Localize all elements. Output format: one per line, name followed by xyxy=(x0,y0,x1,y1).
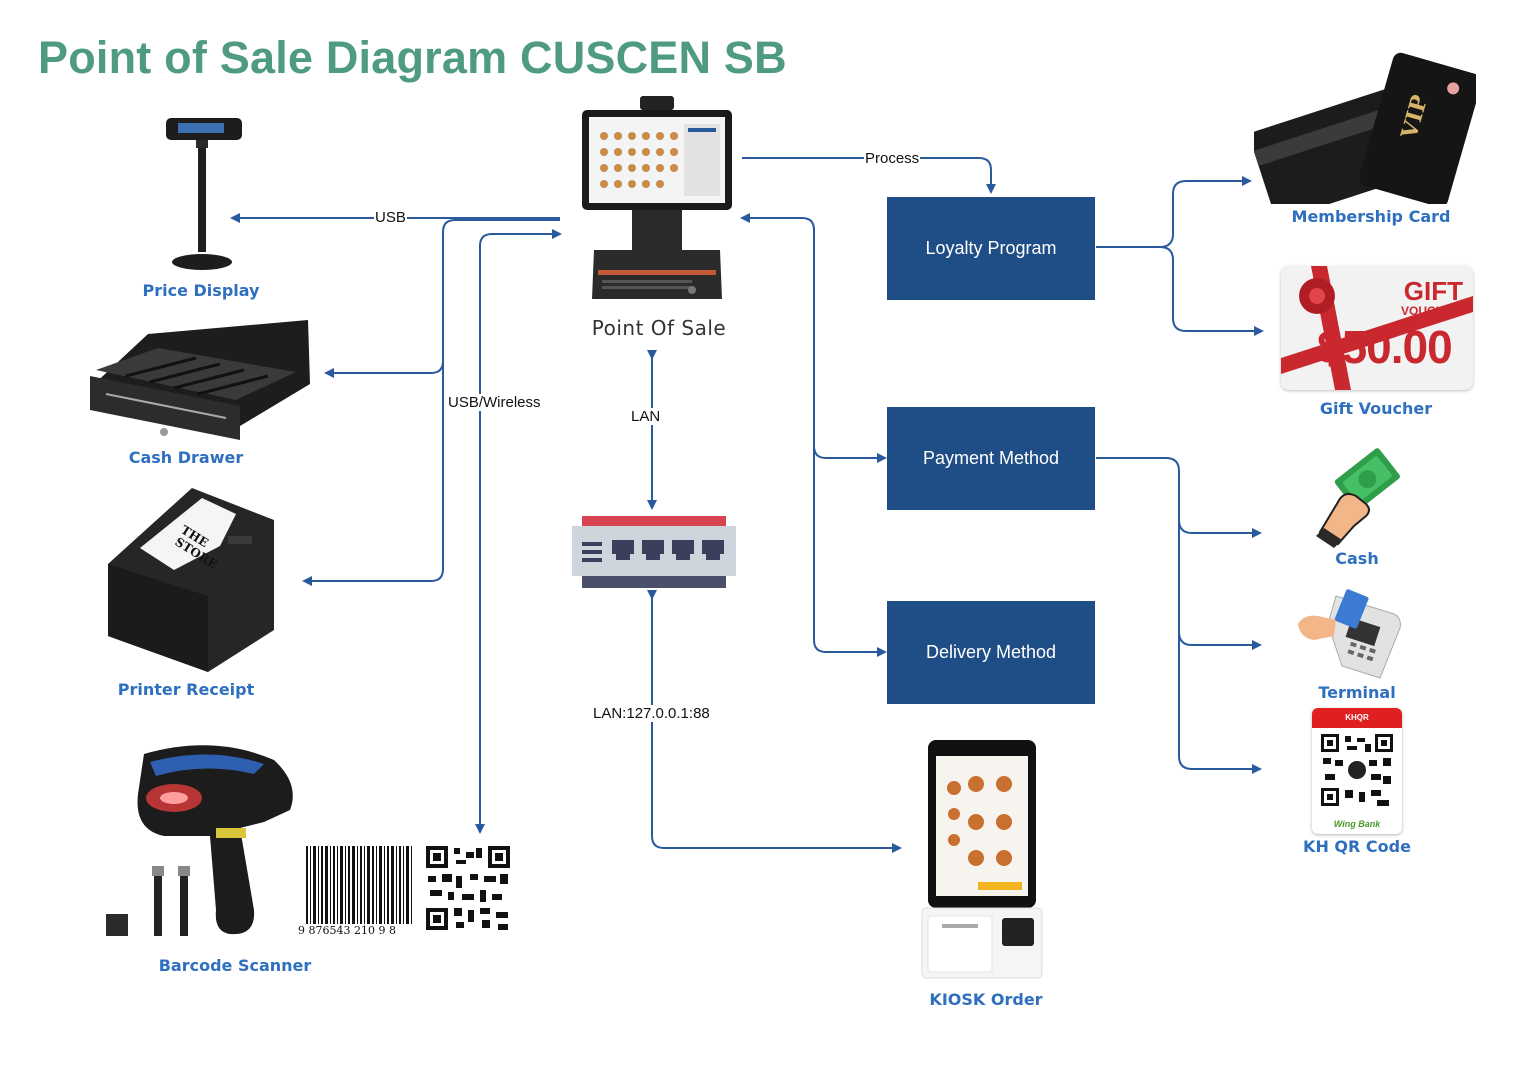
edge-process xyxy=(742,157,996,194)
printer-receipt-label: Printer Receipt xyxy=(117,680,255,699)
kh-qr-code-label: KH QR Code xyxy=(1303,837,1411,856)
edge-usb-cash-drawer xyxy=(324,219,560,378)
edge-label-process: Process xyxy=(864,150,921,167)
edge-usb-printer xyxy=(302,360,444,586)
barcode-qr-icon: 9 876543 210 9 8 xyxy=(298,846,510,936)
edge-pos-payment xyxy=(813,228,887,463)
barcode-number: 9 876543 210 9 8 xyxy=(298,924,396,936)
pos-label: Point Of Sale xyxy=(591,316,727,340)
gift-voucher-card: GIFT VOUCHER $50.00 xyxy=(1281,266,1473,390)
edge-label-lan: LAN xyxy=(630,408,662,425)
khqr-header: KHQR xyxy=(1312,708,1402,728)
edge-payment-qr xyxy=(1178,632,1262,774)
gift-voucher-label: Gift Voucher xyxy=(1319,399,1433,418)
membership-card-label: Membership Card xyxy=(1291,207,1451,226)
edge-label-usb-wireless: USB/Wireless xyxy=(447,394,542,411)
receipt-printer-icon: THE STORE xyxy=(108,488,274,672)
barcode-scanner-label: Barcode Scanner xyxy=(158,956,312,975)
edge-label-usb: USB xyxy=(374,209,407,226)
kiosk-icon xyxy=(921,740,1043,979)
payment-method-box: Payment Method xyxy=(887,407,1095,510)
cash-label: Cash xyxy=(1335,549,1379,568)
edge-payment-terminal xyxy=(1178,520,1262,650)
gift-amount: $50.00 xyxy=(1317,321,1453,373)
edge-loyalty-gift xyxy=(1159,246,1264,336)
pos-terminal-icon xyxy=(582,96,732,299)
cash-drawer-label: Cash Drawer xyxy=(128,448,244,467)
loyalty-program-box: Loyalty Program xyxy=(887,197,1095,300)
edge-payment-cash xyxy=(1096,457,1262,538)
edge-usb-wireless-scanner xyxy=(479,229,562,832)
edge-pos-methods xyxy=(740,213,815,231)
edge-label-lan-ip: LAN:127.0.0.1:88 xyxy=(592,705,711,722)
edge-loyalty-membership xyxy=(1096,176,1252,248)
edge-lan-kiosk xyxy=(647,590,902,853)
price-display-label: Price Display xyxy=(142,281,260,300)
delivery-method-box: Delivery Method xyxy=(887,601,1095,704)
khqr-footer: Wing Bank xyxy=(1333,819,1381,829)
diagram-title: Point of Sale Diagram CUSCEN SB xyxy=(38,32,787,83)
payment-terminal-icon xyxy=(1298,589,1401,679)
qr-code-icon xyxy=(1321,734,1393,806)
cash-hand-icon xyxy=(1316,448,1400,548)
gift-subheading: VOUCHER xyxy=(1400,304,1461,318)
edge-pos-delivery xyxy=(813,446,887,657)
membership-card-icon: VIP xyxy=(1254,52,1476,204)
cash-drawer-icon xyxy=(90,320,310,440)
barcode-scanner-icon xyxy=(106,745,293,936)
terminal-label: Terminal xyxy=(1318,683,1396,702)
gift-ribbon-icon xyxy=(1281,266,1473,390)
kiosk-order-label: KIOSK Order xyxy=(929,990,1043,1009)
network-switch-icon xyxy=(572,516,736,588)
khqr-card: KHQR Wing Bank xyxy=(1312,708,1402,834)
gift-heading: GIFT xyxy=(1403,276,1463,306)
price-display-icon xyxy=(166,118,242,270)
